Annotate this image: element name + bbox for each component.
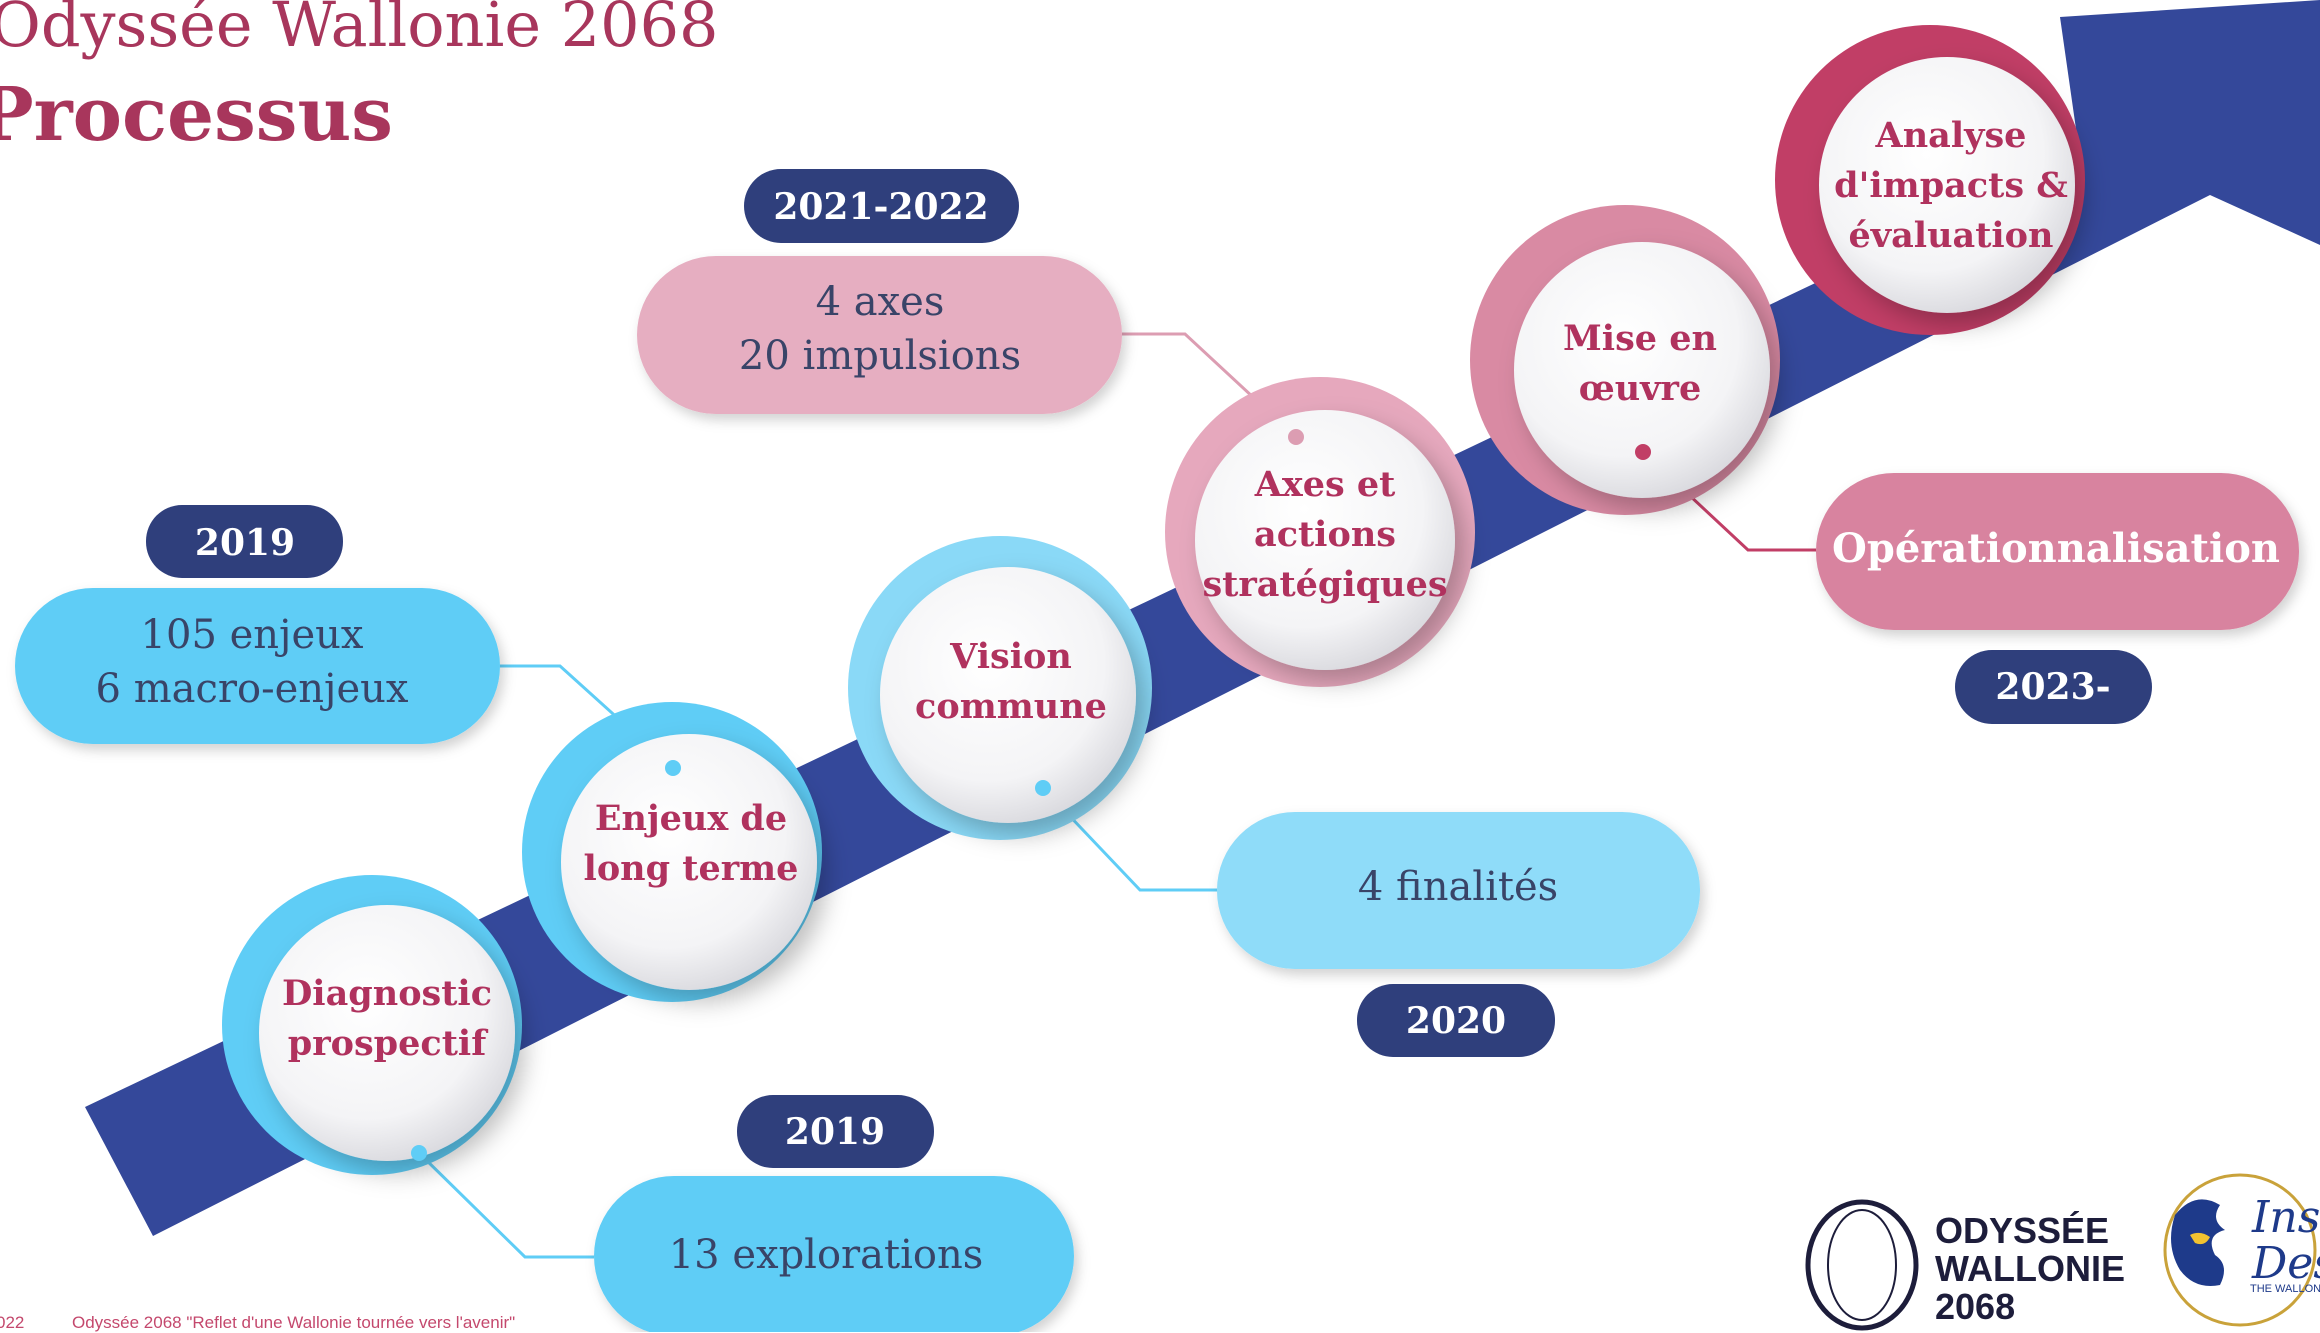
year-label: 2019 — [195, 522, 295, 564]
connector-dot — [1035, 780, 1051, 796]
output-label-line: 4 finalités — [1358, 864, 1558, 910]
step-label-line: Vision — [949, 636, 1072, 677]
odyssee-logo — [1805, 1199, 1919, 1331]
step-disc — [259, 905, 515, 1161]
partner-line: Inst — [2252, 1192, 2320, 1243]
year-pill — [737, 1095, 934, 1168]
step-label-line: prospectif — [288, 1023, 488, 1064]
step-disc — [1514, 242, 1770, 498]
output-label: 13 explorations — [669, 1232, 984, 1278]
partner-line: Des — [2252, 1238, 2320, 1289]
step-label: Analyse d'impacts & évaluation — [1834, 115, 2068, 256]
output-label-line: 4 axes — [816, 279, 945, 325]
output-label-line: 6 macro-enjeux — [96, 666, 409, 712]
step-enjeux: Enjeux de long terme — [522, 702, 822, 1002]
step-label-line: évaluation — [1849, 215, 2054, 256]
rooster-comb-icon — [2190, 1232, 2210, 1245]
step-label: Enjeux de long terme — [584, 798, 799, 889]
year-pill — [744, 169, 1019, 243]
step-vision: Vision commune — [848, 536, 1152, 840]
step-label-line: Diagnostic — [282, 973, 492, 1014]
output-label: 4 finalités — [1358, 864, 1558, 910]
year-badge: 2019 — [146, 505, 343, 578]
output-label: Opérationnalisation — [1832, 525, 2280, 572]
step-disc — [561, 734, 817, 990]
step-axes: Axes et actions stratégiques — [1165, 377, 1475, 687]
step-label-line: d'impacts & — [1834, 165, 2068, 206]
output-enjeux: 105 enjeux 6 macro-enjeux — [15, 588, 500, 744]
step-label-line: œuvre — [1579, 368, 1701, 409]
connector-line — [417, 1151, 594, 1259]
connector-dot — [665, 760, 681, 776]
page-number: 022 — [0, 1313, 25, 1332]
institut-destree-emblem — [2163, 1173, 2317, 1327]
output-finalites: 4 finalités — [1217, 812, 1700, 969]
step-label-line: long terme — [584, 848, 799, 889]
step-label: Vision commune — [915, 636, 1107, 727]
step-disc — [1819, 57, 2075, 313]
output-pill — [1816, 473, 2299, 630]
output-label: 4 axes 20 impulsions — [739, 279, 1021, 379]
logo-line: WALLONIE — [1935, 1248, 2125, 1289]
year-badge: 2020 — [1357, 984, 1555, 1057]
step-disc — [880, 567, 1136, 823]
step-label-line: Axes et — [1254, 464, 1396, 505]
output-label-line: Opérationnalisation — [1832, 525, 2280, 572]
connector-dot — [1635, 444, 1651, 460]
logo-ring — [1805, 1199, 1919, 1331]
year-badge: 2023- — [1955, 650, 2152, 724]
step-label: Mise en œuvre — [1563, 318, 1717, 409]
year-label: 2023- — [1995, 666, 2110, 708]
output-label-line: 20 impulsions — [739, 333, 1021, 379]
step-label-line: Enjeux de — [595, 798, 787, 839]
output-label-line: 105 enjeux — [141, 612, 364, 658]
page-subtitle: Processus — [0, 72, 393, 158]
footer-text: Odyssée 2068 "Reflet d'une Wallonie tour… — [72, 1313, 516, 1332]
output-pill — [15, 588, 500, 744]
step-label: Diagnostic prospectif — [282, 973, 492, 1064]
odyssee-logo-text: ODYSSÉE WALLONIE 2068 — [1935, 1212, 2125, 1326]
year-label: 2020 — [1406, 1000, 1506, 1042]
year-pill — [1357, 984, 1555, 1057]
connector-line — [1041, 786, 1217, 892]
year-badge: 2021-2022 — [744, 169, 1019, 243]
step-label-line: Mise en — [1563, 318, 1717, 359]
output-pill — [594, 1176, 1074, 1332]
connector-dot — [411, 1145, 427, 1161]
step-mise-en-oeuvre: Mise en œuvre — [1470, 205, 1780, 515]
output-pill — [1217, 812, 1700, 969]
output-pill — [637, 256, 1122, 414]
output-label: 105 enjeux 6 macro-enjeux — [96, 612, 409, 712]
step-label-line: Analyse — [1875, 115, 2027, 156]
logo-line: ODYSSÉE — [1935, 1210, 2110, 1251]
logo-line: 2068 — [1935, 1286, 2016, 1327]
step-disc — [1195, 410, 1455, 670]
year-pill — [1955, 650, 2152, 724]
emblem-ring — [2163, 1173, 2317, 1327]
year-label: 2021-2022 — [773, 186, 988, 228]
year-badge: 2019 — [737, 1095, 934, 1168]
page-title: Odyssée Wallonie 2068 — [0, 0, 719, 61]
step-analyse: Analyse d'impacts & évaluation — [1775, 25, 2085, 335]
partner-name: Inst Des — [2252, 1195, 2320, 1287]
output-axes: 4 axes 20 impulsions — [637, 256, 1122, 414]
logo-ring-inner — [1827, 1209, 1897, 1321]
output-label-line: 13 explorations — [669, 1232, 984, 1278]
year-label: 2019 — [785, 1111, 885, 1153]
step-label-line: commune — [915, 686, 1107, 727]
step-label-line: stratégiques — [1202, 564, 1447, 605]
step-label: Axes et actions stratégiques — [1202, 464, 1447, 605]
year-pill — [146, 505, 343, 578]
step-diagnostic: Diagnostic prospectif — [222, 875, 522, 1175]
output-operationnalisation: Opérationnalisation — [1816, 473, 2299, 630]
partner-small-text: THE WALLONI — [2250, 1283, 2320, 1295]
step-label-line: actions — [1254, 514, 1396, 555]
connector-dot — [1288, 429, 1304, 445]
output-explorations: 13 explorations — [594, 1176, 1074, 1332]
